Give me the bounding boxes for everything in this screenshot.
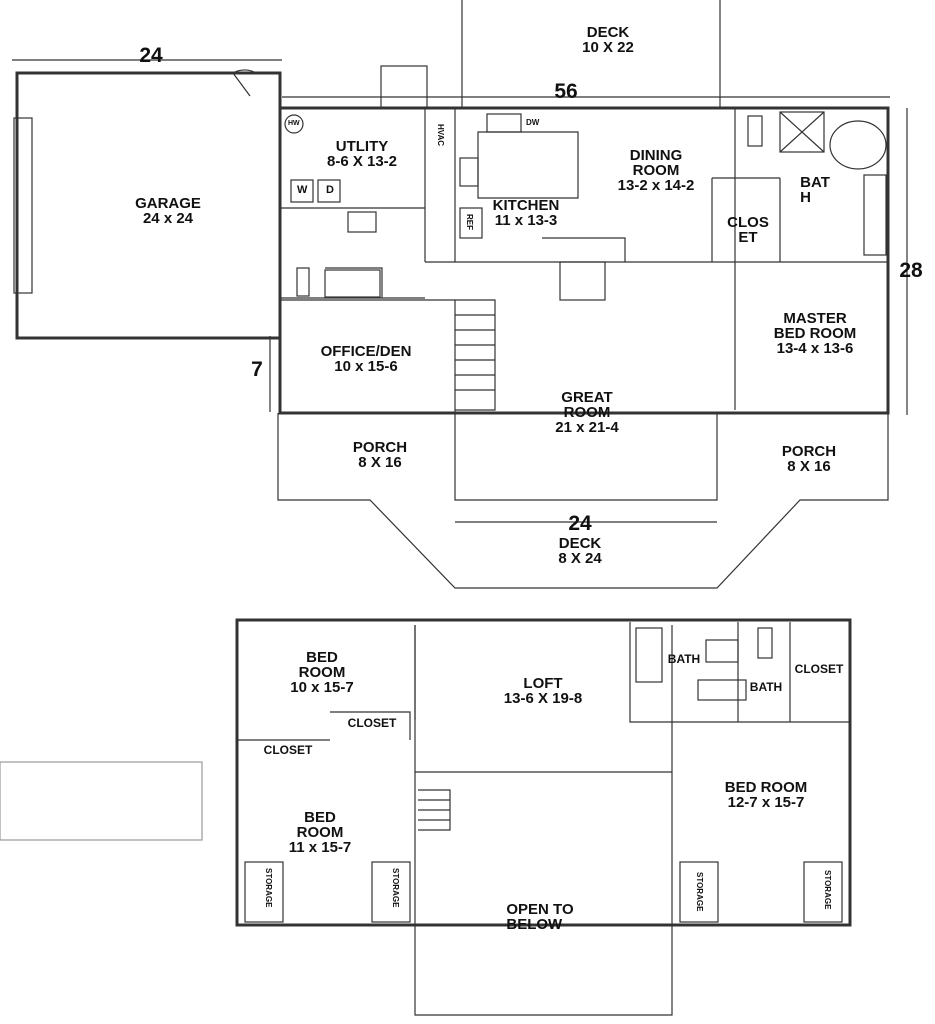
label-ref: REF xyxy=(465,214,474,230)
room-closet-b: CLOSET xyxy=(263,743,313,757)
room-porch-right: PORCH 8 X 16 xyxy=(781,443,837,475)
room-closet-a: CLOSET xyxy=(347,716,397,730)
porch-left-outline xyxy=(277,413,889,589)
utility-walls xyxy=(280,108,456,299)
open-to-below-walls xyxy=(414,625,673,1016)
room-closet-c: CLOSET xyxy=(794,662,844,676)
stairs-2 xyxy=(418,789,451,831)
room-loft: LOFT 13-6 X 19-8 xyxy=(503,675,583,707)
dim-deck-width: 24 xyxy=(568,512,592,535)
room-bath-b: BATH xyxy=(749,680,783,694)
storage-label-1: STORAGE xyxy=(264,868,273,908)
room-master-closet: CLOS ET xyxy=(727,214,769,246)
washer xyxy=(290,179,314,203)
deck-top-outline xyxy=(461,0,721,108)
storage-3 xyxy=(679,861,719,923)
sink-1 xyxy=(347,211,377,233)
storage-4 xyxy=(803,861,843,923)
room-dining: DINING ROOM 13-2 x 14-2 xyxy=(617,147,695,194)
room-open-to-below: OPEN TO BELOW xyxy=(506,901,574,933)
label-dryer: D xyxy=(326,184,334,196)
great-room-front xyxy=(454,413,718,501)
fireplace xyxy=(559,261,606,301)
upper-left-walls xyxy=(237,625,416,741)
room-great-room: GREAT ROOM 21 x 21-4 xyxy=(555,389,619,436)
storage-label-3: STORAGE xyxy=(695,872,704,912)
shower xyxy=(779,111,825,153)
garage-door xyxy=(13,117,33,294)
room-bath-a: BATH xyxy=(667,652,701,666)
vanity xyxy=(863,174,887,256)
storage-1 xyxy=(244,861,284,923)
room-office: OFFICE/DEN 10 x 15-6 xyxy=(320,343,412,375)
upper-toilet xyxy=(757,627,773,659)
room-porch-left: PORCH 8 X 16 xyxy=(352,439,408,471)
flue xyxy=(380,65,428,109)
label-hvac: HVAC xyxy=(436,124,445,147)
room-bedroom-a: BED ROOM 10 x 15-7 xyxy=(290,649,354,696)
master-tub xyxy=(829,120,887,170)
room-deck-bottom: DECK 8 X 24 xyxy=(558,535,602,567)
upper-sink-a xyxy=(705,639,739,663)
upper-floor-walls xyxy=(235,618,852,927)
shower-x xyxy=(779,111,825,153)
room-utility: UTLITY 8-6 X 13-2 xyxy=(326,138,398,170)
range xyxy=(459,157,479,187)
label-washer: W xyxy=(297,184,308,196)
room-deck-top: DECK 10 X 22 xyxy=(582,24,634,56)
room-master-bedroom: MASTER BED ROOM 13-4 x 13-6 xyxy=(773,310,857,357)
tub-1 xyxy=(324,269,381,298)
storage-label-2: STORAGE xyxy=(391,868,400,908)
garage-side-door xyxy=(232,69,257,97)
room-kitchen: KITCHEN 11 x 13-3 xyxy=(492,197,560,229)
label-dw: DW xyxy=(526,118,540,127)
label-hw: HW xyxy=(288,120,300,127)
main-house-walls xyxy=(278,106,890,415)
dim-garage-offset: 7 xyxy=(251,358,263,381)
hw-tank xyxy=(284,114,304,134)
storage-2 xyxy=(371,861,411,923)
room-garage: GARAGE 24 x 24 xyxy=(135,195,201,227)
dim-main-width: 56 xyxy=(554,80,578,103)
fridge xyxy=(459,207,483,239)
dim-garage-width: 24 xyxy=(139,44,163,67)
outline-box xyxy=(0,761,203,841)
room-bedroom-c: BED ROOM 12-7 x 15-7 xyxy=(724,779,808,811)
stairs-1 xyxy=(455,299,496,411)
storage-label-4: STORAGE xyxy=(823,870,832,910)
room-bedroom-b: BED ROOM 11 x 15-7 xyxy=(288,809,352,856)
master-walls xyxy=(711,108,888,410)
kitchen-sink xyxy=(486,113,522,133)
toilet-1 xyxy=(296,267,310,297)
dryer xyxy=(317,179,341,203)
dim-main-depth: 28 xyxy=(899,259,923,282)
room-master-bath: BAT H xyxy=(800,174,830,206)
upper-sink-b xyxy=(697,679,747,701)
upper-right-walls xyxy=(629,622,850,723)
master-toilet xyxy=(747,115,763,147)
upper-tub xyxy=(635,627,663,683)
